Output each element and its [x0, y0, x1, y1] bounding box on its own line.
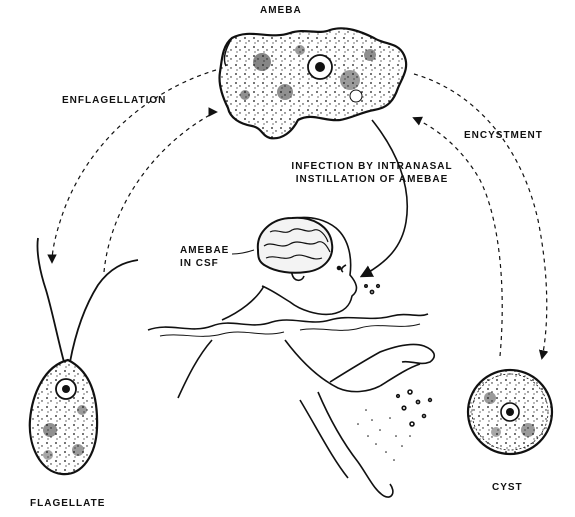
swimmer-illustration	[147, 216, 436, 498]
label-amebae-csf-line2: IN CSF	[180, 258, 219, 269]
arrow-cyst-to-ameba	[412, 116, 503, 357]
label-infection: INFECTION BY INTRANASAL INSTILLATION OF …	[282, 160, 462, 186]
arrow-enflagellation-down	[47, 69, 217, 264]
arrow-encystment	[413, 73, 549, 360]
label-flagellate: FLAGELLATE	[30, 498, 106, 509]
water-stipple	[357, 409, 411, 461]
arrow-flagellate-to-ameba	[103, 107, 218, 273]
label-infection-line1: INFECTION BY INTRANASAL	[291, 161, 453, 172]
water-surface	[147, 313, 429, 331]
label-infection-line2: INSTILLATION OF AMEBAE	[295, 174, 449, 185]
label-amebae-csf-line1: AMEBAE	[180, 245, 230, 256]
label-amebae-csf: AMEBAE IN CSF	[180, 244, 229, 270]
ameba-illustration	[218, 27, 408, 140]
brain	[256, 216, 334, 274]
label-encystment: ENCYSTMENT	[464, 130, 543, 141]
pointer-amebae-csf	[231, 249, 255, 255]
label-cyst: CYST	[492, 482, 523, 493]
flagellum-right	[69, 259, 139, 363]
flagellum-left	[36, 237, 65, 363]
label-enflagellation: ENFLAGELLATION	[62, 95, 167, 106]
flagellate-illustration	[28, 237, 139, 476]
arrow-infection	[359, 119, 408, 278]
cyst-illustration	[466, 368, 554, 456]
label-ameba: AMEBA	[260, 5, 302, 16]
